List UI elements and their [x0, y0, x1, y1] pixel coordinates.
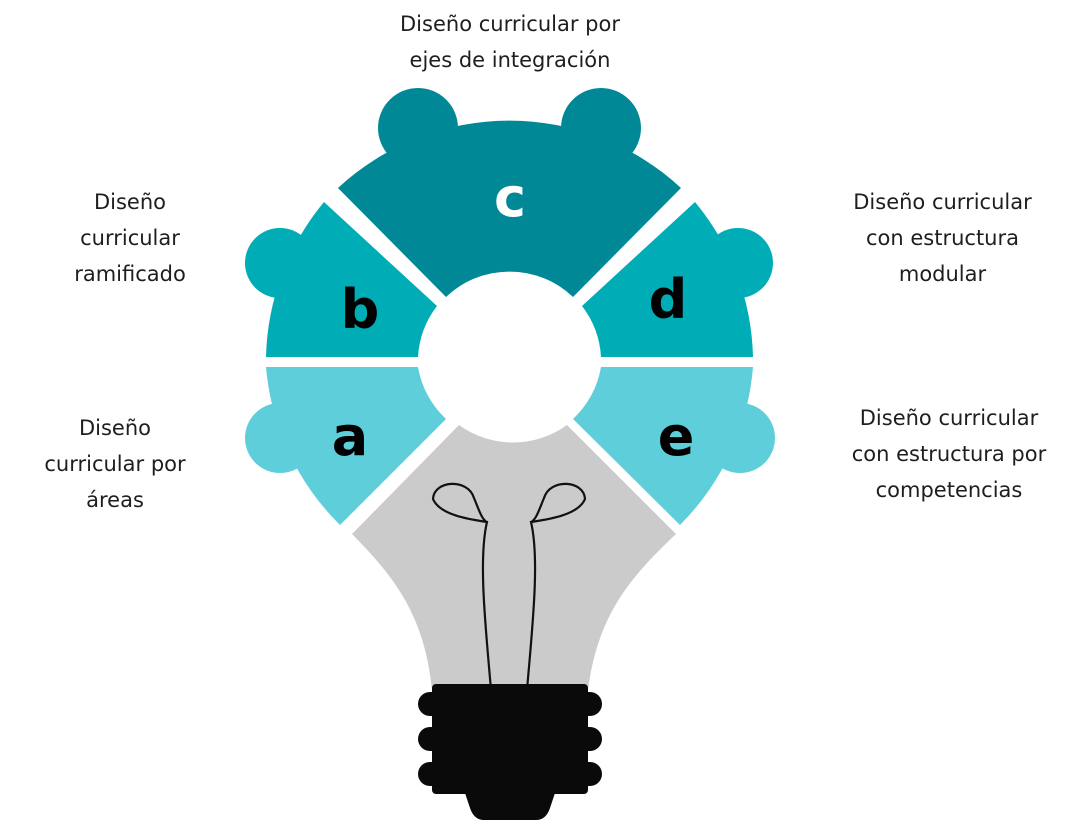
- label-a-line: curricular por: [44, 452, 186, 476]
- segment-e-letter: e: [658, 405, 695, 468]
- label-e-line: competencias: [875, 478, 1023, 502]
- bulb-glass: [352, 425, 676, 690]
- label-b-line: curricular: [80, 226, 180, 250]
- segment-a-shape: [266, 367, 446, 525]
- segment-e-knob: [705, 403, 775, 473]
- label-d-line: modular: [898, 262, 987, 286]
- bulb-filament-right: [525, 482, 587, 691]
- label-a-line: Diseño: [78, 416, 152, 440]
- label-d: Diseño curricular con estructura modular: [805, 184, 1080, 292]
- segment-c-knob-right: [561, 88, 641, 168]
- label-d-line: con estructura: [865, 226, 1019, 250]
- segment-d-letter: d: [649, 268, 688, 331]
- label-d-line: Diseño curricular: [853, 190, 1032, 214]
- label-e-line: Diseño curricular: [859, 406, 1039, 430]
- bulb-base: [418, 684, 602, 820]
- segment-d-knob: [703, 228, 773, 298]
- segment-e-shape: [573, 367, 753, 525]
- segment-b-knob: [245, 228, 315, 298]
- label-e: Diseño curricular con estructura por com…: [818, 400, 1080, 508]
- segment-b: b: [245, 202, 437, 357]
- segment-d: d: [582, 202, 773, 357]
- bulb-filament-left: [431, 482, 493, 691]
- segment-c-letter: c: [494, 166, 526, 229]
- label-b: Diseño curricular ramificado: [30, 184, 230, 292]
- label-e-line: con estructura por: [851, 442, 1047, 466]
- label-c-line: ejes de integración: [409, 48, 611, 72]
- segment-a-knob: [245, 403, 315, 473]
- segment-c-knob-left: [378, 88, 458, 168]
- segment-c: c: [338, 88, 681, 297]
- segment-b-letter: b: [341, 278, 380, 341]
- label-c: Diseño curricular por ejes de integració…: [360, 6, 660, 78]
- label-c-line: Diseño curricular por: [400, 12, 620, 36]
- segment-a-letter: a: [332, 405, 368, 468]
- label-a: Diseño curricular por áreas: [10, 410, 220, 518]
- label-a-line: áreas: [86, 488, 144, 512]
- label-b-line: Diseño: [93, 190, 167, 214]
- label-b-line: ramificado: [74, 262, 186, 286]
- segment-a: a: [245, 367, 446, 525]
- segment-d-shape: [582, 202, 753, 357]
- segment-b-shape: [266, 202, 437, 357]
- segment-e: e: [573, 367, 775, 525]
